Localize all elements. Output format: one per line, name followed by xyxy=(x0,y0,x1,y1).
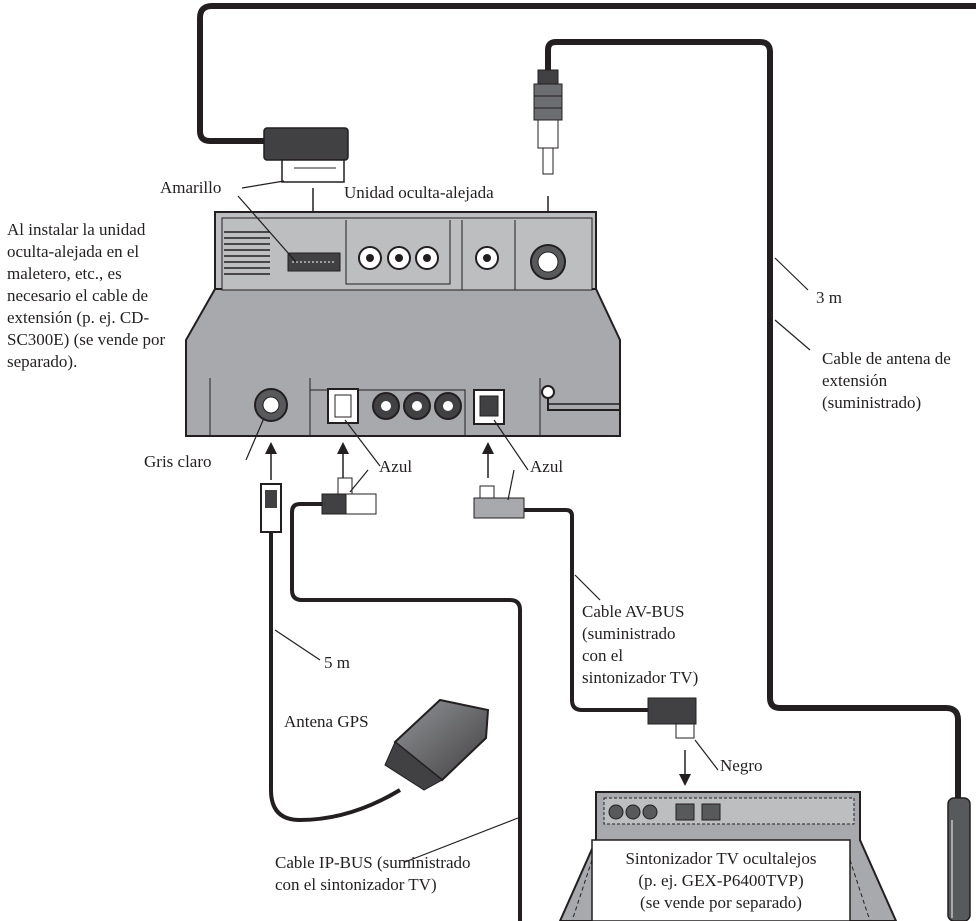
tv-tuner-line3: (se vende por separado) xyxy=(640,893,802,912)
label-antenna-cable: Cable de antena de extensión (suministra… xyxy=(822,349,951,412)
negro-connector xyxy=(647,697,697,739)
yellow-cable xyxy=(197,3,976,144)
gps-cable xyxy=(269,532,402,823)
ipbus-connector xyxy=(321,477,377,515)
ipbus-cable xyxy=(290,502,522,921)
label-5m: 5 m xyxy=(324,653,350,672)
tv-tuner-label: Sintonizador TV ocultalejos (p. ej. GEX-… xyxy=(596,848,846,914)
label-av-bus: Cable AV-BUS (suministrado con el sinton… xyxy=(582,602,699,687)
tv-tuner xyxy=(558,791,898,921)
gps-antenna xyxy=(384,698,490,791)
label-azul-right: Azul xyxy=(530,457,564,476)
yellow-connector xyxy=(263,127,349,183)
label-amarillo: Amarillo xyxy=(160,178,222,197)
label-3m: 3 m xyxy=(816,288,842,307)
avbus-connector xyxy=(473,485,525,519)
avbus-cable xyxy=(524,508,650,712)
label-azul-left: Azul xyxy=(379,457,413,476)
label-unidad-oculta: Unidad oculta-alejada xyxy=(344,183,494,202)
antenna-plug xyxy=(533,69,563,175)
antenna-end xyxy=(947,797,971,921)
tv-tuner-line1: Sintonizador TV ocultalejos xyxy=(625,849,817,868)
label-install-note: Al instalar la unidad oculta-alejada en … xyxy=(7,220,166,371)
label-antena-gps: Antena GPS xyxy=(284,712,369,731)
tv-tuner-line2: (p. ej. GEX-P6400TVP) xyxy=(638,871,804,890)
label-negro: Negro xyxy=(720,756,763,775)
hideaway-unit xyxy=(185,211,621,437)
label-ip-bus: Cable IP-BUS (suministrado con el sinton… xyxy=(275,853,471,894)
gps-connector xyxy=(260,483,282,533)
antenna-extension-cable xyxy=(545,39,961,800)
label-gris-claro: Gris claro xyxy=(144,452,212,471)
